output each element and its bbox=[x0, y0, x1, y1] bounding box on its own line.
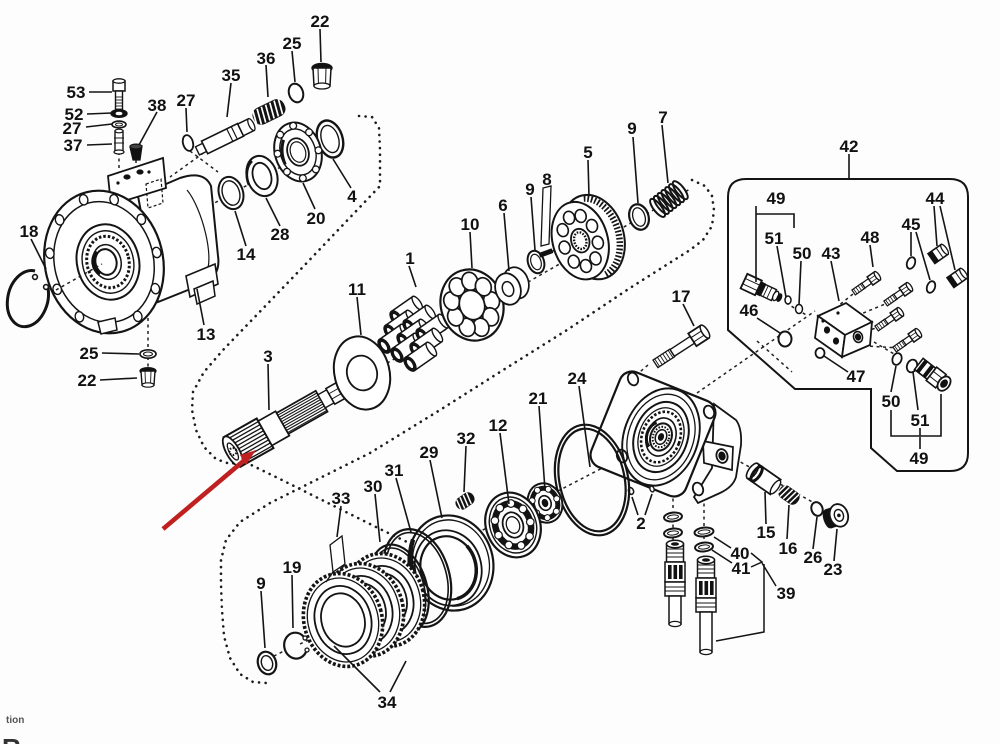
svg-text:13: 13 bbox=[197, 325, 216, 344]
svg-text:45: 45 bbox=[902, 215, 921, 234]
svg-text:33: 33 bbox=[332, 489, 351, 508]
svg-text:6: 6 bbox=[498, 196, 507, 215]
svg-text:46: 46 bbox=[740, 301, 759, 320]
svg-text:7: 7 bbox=[658, 108, 667, 127]
svg-text:1: 1 bbox=[405, 249, 414, 268]
svg-text:29: 29 bbox=[420, 443, 439, 462]
svg-text:36: 36 bbox=[257, 49, 276, 68]
svg-text:50: 50 bbox=[793, 244, 812, 263]
svg-text:41: 41 bbox=[732, 559, 751, 578]
svg-text:34: 34 bbox=[378, 693, 397, 712]
svg-text:35: 35 bbox=[222, 66, 241, 85]
svg-text:3: 3 bbox=[263, 347, 272, 366]
svg-text:2: 2 bbox=[636, 514, 645, 533]
svg-text:21: 21 bbox=[529, 389, 548, 408]
svg-text:24: 24 bbox=[568, 369, 587, 388]
svg-text:4: 4 bbox=[347, 187, 357, 206]
svg-text:23: 23 bbox=[824, 560, 843, 579]
svg-text:12: 12 bbox=[489, 416, 508, 435]
svg-text:16: 16 bbox=[779, 539, 798, 558]
svg-text:43: 43 bbox=[822, 244, 841, 263]
svg-text:32: 32 bbox=[457, 429, 476, 448]
svg-text:14: 14 bbox=[237, 245, 256, 264]
svg-text:8: 8 bbox=[542, 170, 551, 189]
svg-text:37: 37 bbox=[64, 136, 83, 155]
svg-text:22: 22 bbox=[311, 12, 330, 31]
svg-text:27: 27 bbox=[177, 91, 196, 110]
svg-text:51: 51 bbox=[765, 229, 784, 248]
svg-text:9: 9 bbox=[627, 119, 636, 138]
svg-text:15: 15 bbox=[757, 523, 776, 542]
svg-text:51: 51 bbox=[911, 411, 930, 430]
svg-text:31: 31 bbox=[385, 461, 404, 480]
svg-text:22: 22 bbox=[78, 371, 97, 390]
svg-text:20: 20 bbox=[307, 209, 326, 228]
svg-text:52: 52 bbox=[65, 105, 84, 124]
svg-text:9: 9 bbox=[256, 574, 265, 593]
svg-text:18: 18 bbox=[20, 222, 39, 241]
svg-text:30: 30 bbox=[364, 477, 383, 496]
svg-text:38: 38 bbox=[148, 96, 167, 115]
svg-text:tion: tion bbox=[6, 715, 24, 726]
svg-text:49: 49 bbox=[910, 449, 929, 468]
svg-text:10: 10 bbox=[461, 215, 480, 234]
svg-text:25: 25 bbox=[283, 34, 302, 53]
svg-text:53: 53 bbox=[67, 83, 86, 102]
svg-text:17: 17 bbox=[672, 287, 691, 306]
svg-text:11: 11 bbox=[348, 280, 366, 299]
svg-text:19: 19 bbox=[283, 558, 302, 577]
svg-text:47: 47 bbox=[847, 367, 866, 386]
svg-text:49: 49 bbox=[767, 189, 786, 208]
svg-text:28: 28 bbox=[271, 225, 290, 244]
svg-text:26: 26 bbox=[804, 548, 823, 567]
svg-text:39: 39 bbox=[777, 584, 796, 603]
svg-text:25: 25 bbox=[80, 344, 99, 363]
svg-text:27: 27 bbox=[63, 119, 82, 138]
svg-text:50: 50 bbox=[882, 392, 901, 411]
svg-text:5: 5 bbox=[583, 143, 592, 162]
svg-text:R: R bbox=[2, 733, 21, 744]
svg-text:40: 40 bbox=[731, 544, 750, 563]
svg-text:44: 44 bbox=[926, 189, 945, 208]
svg-text:48: 48 bbox=[861, 228, 880, 247]
svg-text:9: 9 bbox=[525, 180, 534, 199]
svg-text:42: 42 bbox=[840, 137, 859, 156]
